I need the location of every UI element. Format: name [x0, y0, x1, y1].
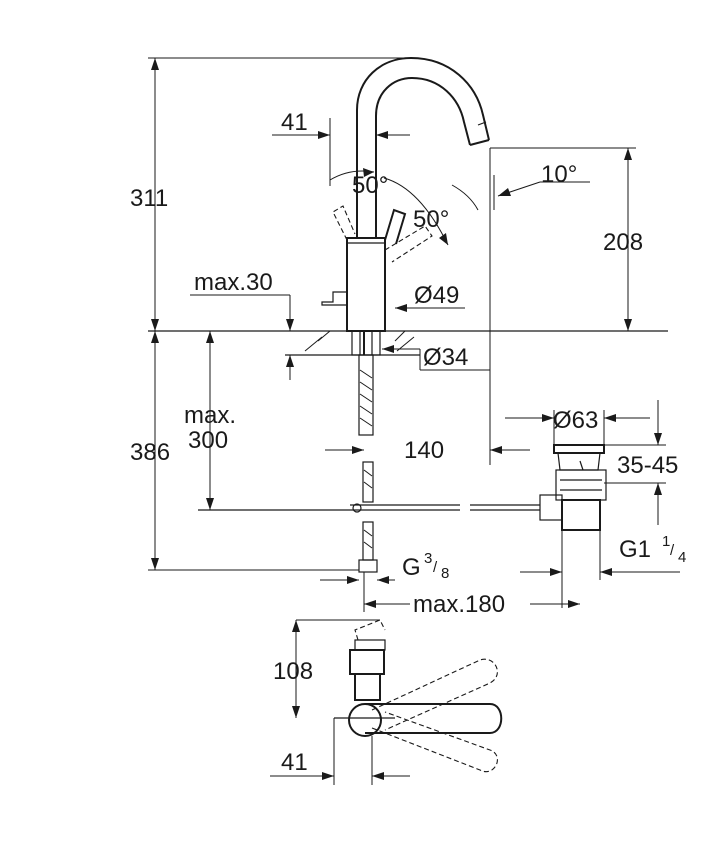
dim-dia-49: Ø49 — [414, 282, 459, 309]
dim-g-3-8-num: 3 — [424, 550, 432, 567]
dim-g1-1-4-den: 4 — [678, 549, 686, 566]
dim-108: 108 — [273, 658, 313, 685]
dim-max-180: max.180 — [413, 591, 505, 618]
supply-hoses — [358, 330, 378, 573]
dim-g-3-8: G — [402, 554, 421, 581]
dim-max-300-line2: 300 — [188, 427, 228, 454]
lever-handle — [332, 205, 433, 263]
dim-g1-1-4: G1 — [619, 536, 651, 563]
arrowheads — [151, 58, 662, 780]
dim-angle-10: 10° — [541, 161, 577, 188]
pop-up-waste — [539, 444, 607, 531]
dim-311: 311 — [130, 185, 168, 212]
dim-41-bottom: 41 — [281, 749, 308, 776]
dimension-lines — [148, 57, 680, 785]
dim-g-3-8-den: 8 — [441, 565, 449, 582]
plan-view — [334, 619, 503, 773]
dim-41-top: 41 — [281, 109, 308, 136]
dim-angle-50-b: 50° — [413, 206, 449, 233]
dim-208: 208 — [603, 229, 643, 256]
dim-dia-63: Ø63 — [553, 407, 598, 434]
dim-angle-50-a: 50° — [352, 172, 388, 199]
dim-max-30: max.30 — [194, 269, 273, 296]
dim-dia-34: Ø34 — [423, 344, 468, 371]
dim-386: 386 — [130, 439, 170, 466]
spout — [356, 56, 490, 238]
faucet-body — [321, 237, 386, 356]
dim-g1-1-4-num: 1 — [662, 533, 670, 550]
dim-35-45: 35-45 — [617, 452, 678, 479]
dim-g-3-8-slash: / — [433, 559, 438, 576]
dim-g1-1-4-slash: / — [670, 542, 675, 559]
pull-rod — [198, 503, 540, 513]
dim-max-300-line1: max. — [184, 402, 236, 429]
dim-140: 140 — [404, 437, 444, 464]
